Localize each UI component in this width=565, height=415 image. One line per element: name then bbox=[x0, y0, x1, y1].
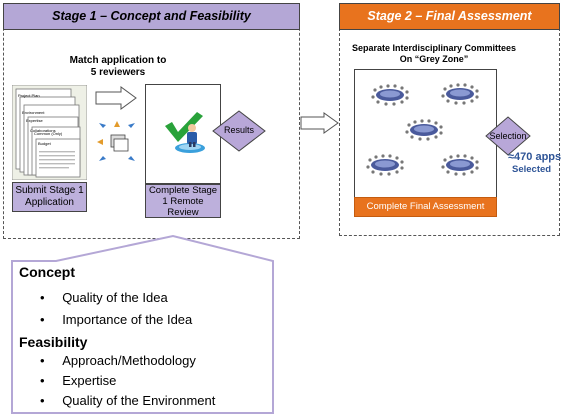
doc-label: Collaborations bbox=[30, 128, 56, 133]
feasibility-item-2: • Expertise bbox=[40, 373, 116, 388]
committee-table-icon bbox=[441, 83, 479, 105]
doc-label: Common (Only) bbox=[34, 131, 63, 136]
committee-table-icon bbox=[371, 84, 409, 106]
match-text: Match application to 5 reviewers bbox=[69, 55, 167, 78]
apps-count: ≈470 apps bbox=[508, 151, 562, 163]
concept-title: Concept bbox=[19, 264, 75, 280]
reviewer-distribution-icon bbox=[97, 121, 135, 161]
criteria-callout bbox=[11, 234, 274, 414]
concept-item-2: • Importance of the Idea bbox=[40, 312, 192, 327]
feasibility-title: Feasibility bbox=[19, 334, 88, 350]
bullet-icon: • bbox=[40, 353, 45, 368]
results-diamond bbox=[212, 110, 266, 152]
final-assessment-box: Complete Final Assessment bbox=[354, 197, 497, 217]
doc-label: Environment bbox=[22, 110, 45, 115]
bullet-icon: • bbox=[40, 312, 45, 327]
bullet-icon: • bbox=[40, 290, 45, 305]
selection-diamond bbox=[485, 116, 531, 156]
application-documents bbox=[11, 84, 88, 181]
doc-label: Project Plan bbox=[18, 93, 40, 98]
concept-item-1: • Quality of the Idea bbox=[40, 290, 168, 305]
concept-item-text: Quality of the Idea bbox=[62, 290, 168, 305]
committee-text: Separate Interdisciplinary Committees On… bbox=[351, 43, 517, 64]
bullet-icon: • bbox=[40, 393, 45, 408]
committee-table-icon bbox=[405, 119, 443, 141]
committee-table-icon bbox=[441, 154, 479, 176]
stage1-header: Stage 1 – Concept and Feasibility bbox=[3, 3, 300, 30]
feasibility-item-text: Approach/Methodology bbox=[62, 353, 196, 368]
committee-tables bbox=[366, 83, 479, 176]
selection-label: Selection bbox=[489, 131, 527, 141]
remote-review-box: Complete Stage 1 Remote Review bbox=[145, 184, 221, 218]
bullet-icon: • bbox=[40, 373, 45, 388]
concept-item-text: Importance of the Idea bbox=[62, 312, 193, 327]
stage2-header: Stage 2 – Final Assessment bbox=[339, 3, 560, 30]
doc-label: Expertise bbox=[26, 118, 43, 123]
reviewer-check-icon bbox=[165, 112, 205, 153]
committee-table-icon bbox=[366, 154, 404, 176]
arrow-right-icon bbox=[95, 86, 137, 110]
doc-label: Budget bbox=[38, 141, 51, 146]
document-stack-icon bbox=[11, 84, 88, 181]
feasibility-item-text: Quality of the Environment bbox=[62, 393, 216, 408]
feasibility-item-1: • Approach/Methodology bbox=[40, 353, 196, 368]
apps-selected: Selected bbox=[512, 164, 552, 175]
stage-arrow-icon bbox=[300, 112, 339, 134]
feasibility-item-3: • Quality of the Environment bbox=[40, 393, 215, 408]
submit-stage1-box: Submit Stage 1 Application bbox=[12, 182, 87, 212]
feasibility-item-text: Expertise bbox=[62, 373, 117, 388]
results-label: Results bbox=[223, 125, 254, 135]
